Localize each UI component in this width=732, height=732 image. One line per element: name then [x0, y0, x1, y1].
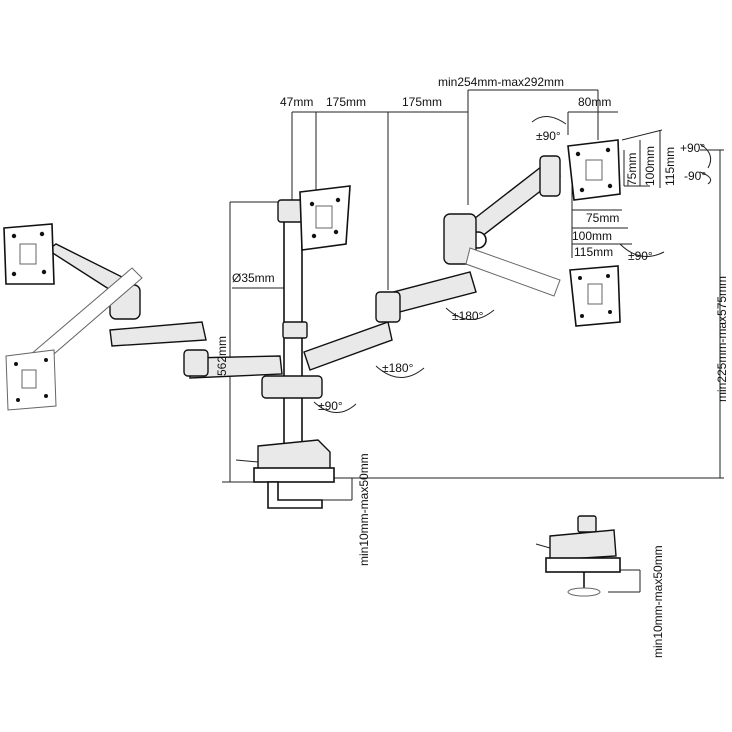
label-arm-swivel-a: ±180°: [452, 309, 484, 323]
vesa-plate-left-ghost: [5, 349, 57, 411]
rotation-labels: ±90° +90° -90° ±90° ±180° ±180° ±90°: [318, 129, 706, 413]
label-arm-175-b: 175mm: [402, 95, 442, 109]
label-offset-80: 80mm: [578, 95, 611, 109]
left-arm: [29, 243, 283, 379]
label-grommet-range: min10mm-max50mm: [651, 545, 665, 658]
label-vesa-115-v: 115mm: [663, 147, 677, 186]
label-vesa-100-h: 100mm: [572, 229, 612, 243]
label-top-span: min254mm-max292mm: [438, 75, 564, 89]
label-vesa-115-h: 115mm: [574, 245, 613, 259]
dimension-labels: min254mm-max292mm 47mm 175mm 175mm 80mm …: [215, 75, 729, 658]
label-vesa-100-v: 100mm: [643, 146, 657, 186]
label-offset-47: 47mm: [280, 95, 313, 109]
label-tilt-down: -90°: [684, 169, 706, 183]
grommet-base: [535, 515, 621, 597]
label-height-range: min225mm-max575mm: [715, 276, 729, 402]
vesa-plate-left: [3, 223, 55, 285]
label-arm-175-a: 175mm: [326, 95, 366, 109]
label-rotate-head: ±90°: [628, 249, 653, 263]
pole-assembly: [235, 199, 335, 509]
label-swivel-head: ±90°: [536, 129, 561, 143]
label-pole-dia: Ø35mm: [232, 271, 275, 285]
label-tilt-up: +90°: [680, 141, 705, 155]
rotation-arcs: [313, 116, 712, 413]
label-vesa-75-v: 75mm: [625, 153, 639, 186]
vesa-plate-center: [299, 185, 351, 251]
right-arm: [303, 155, 561, 371]
label-base-swivel: ±90°: [318, 399, 343, 413]
label-clamp-range: min10mm-max50mm: [357, 453, 371, 566]
vesa-plate-right: [567, 139, 621, 201]
label-arm-swivel-b: ±180°: [382, 361, 414, 375]
label-vesa-75-h: 75mm: [586, 211, 619, 225]
label-pole-height: 562mm: [215, 336, 229, 376]
vesa-plate-right-ghost: [569, 265, 621, 327]
dimension-lines: [222, 89, 724, 593]
